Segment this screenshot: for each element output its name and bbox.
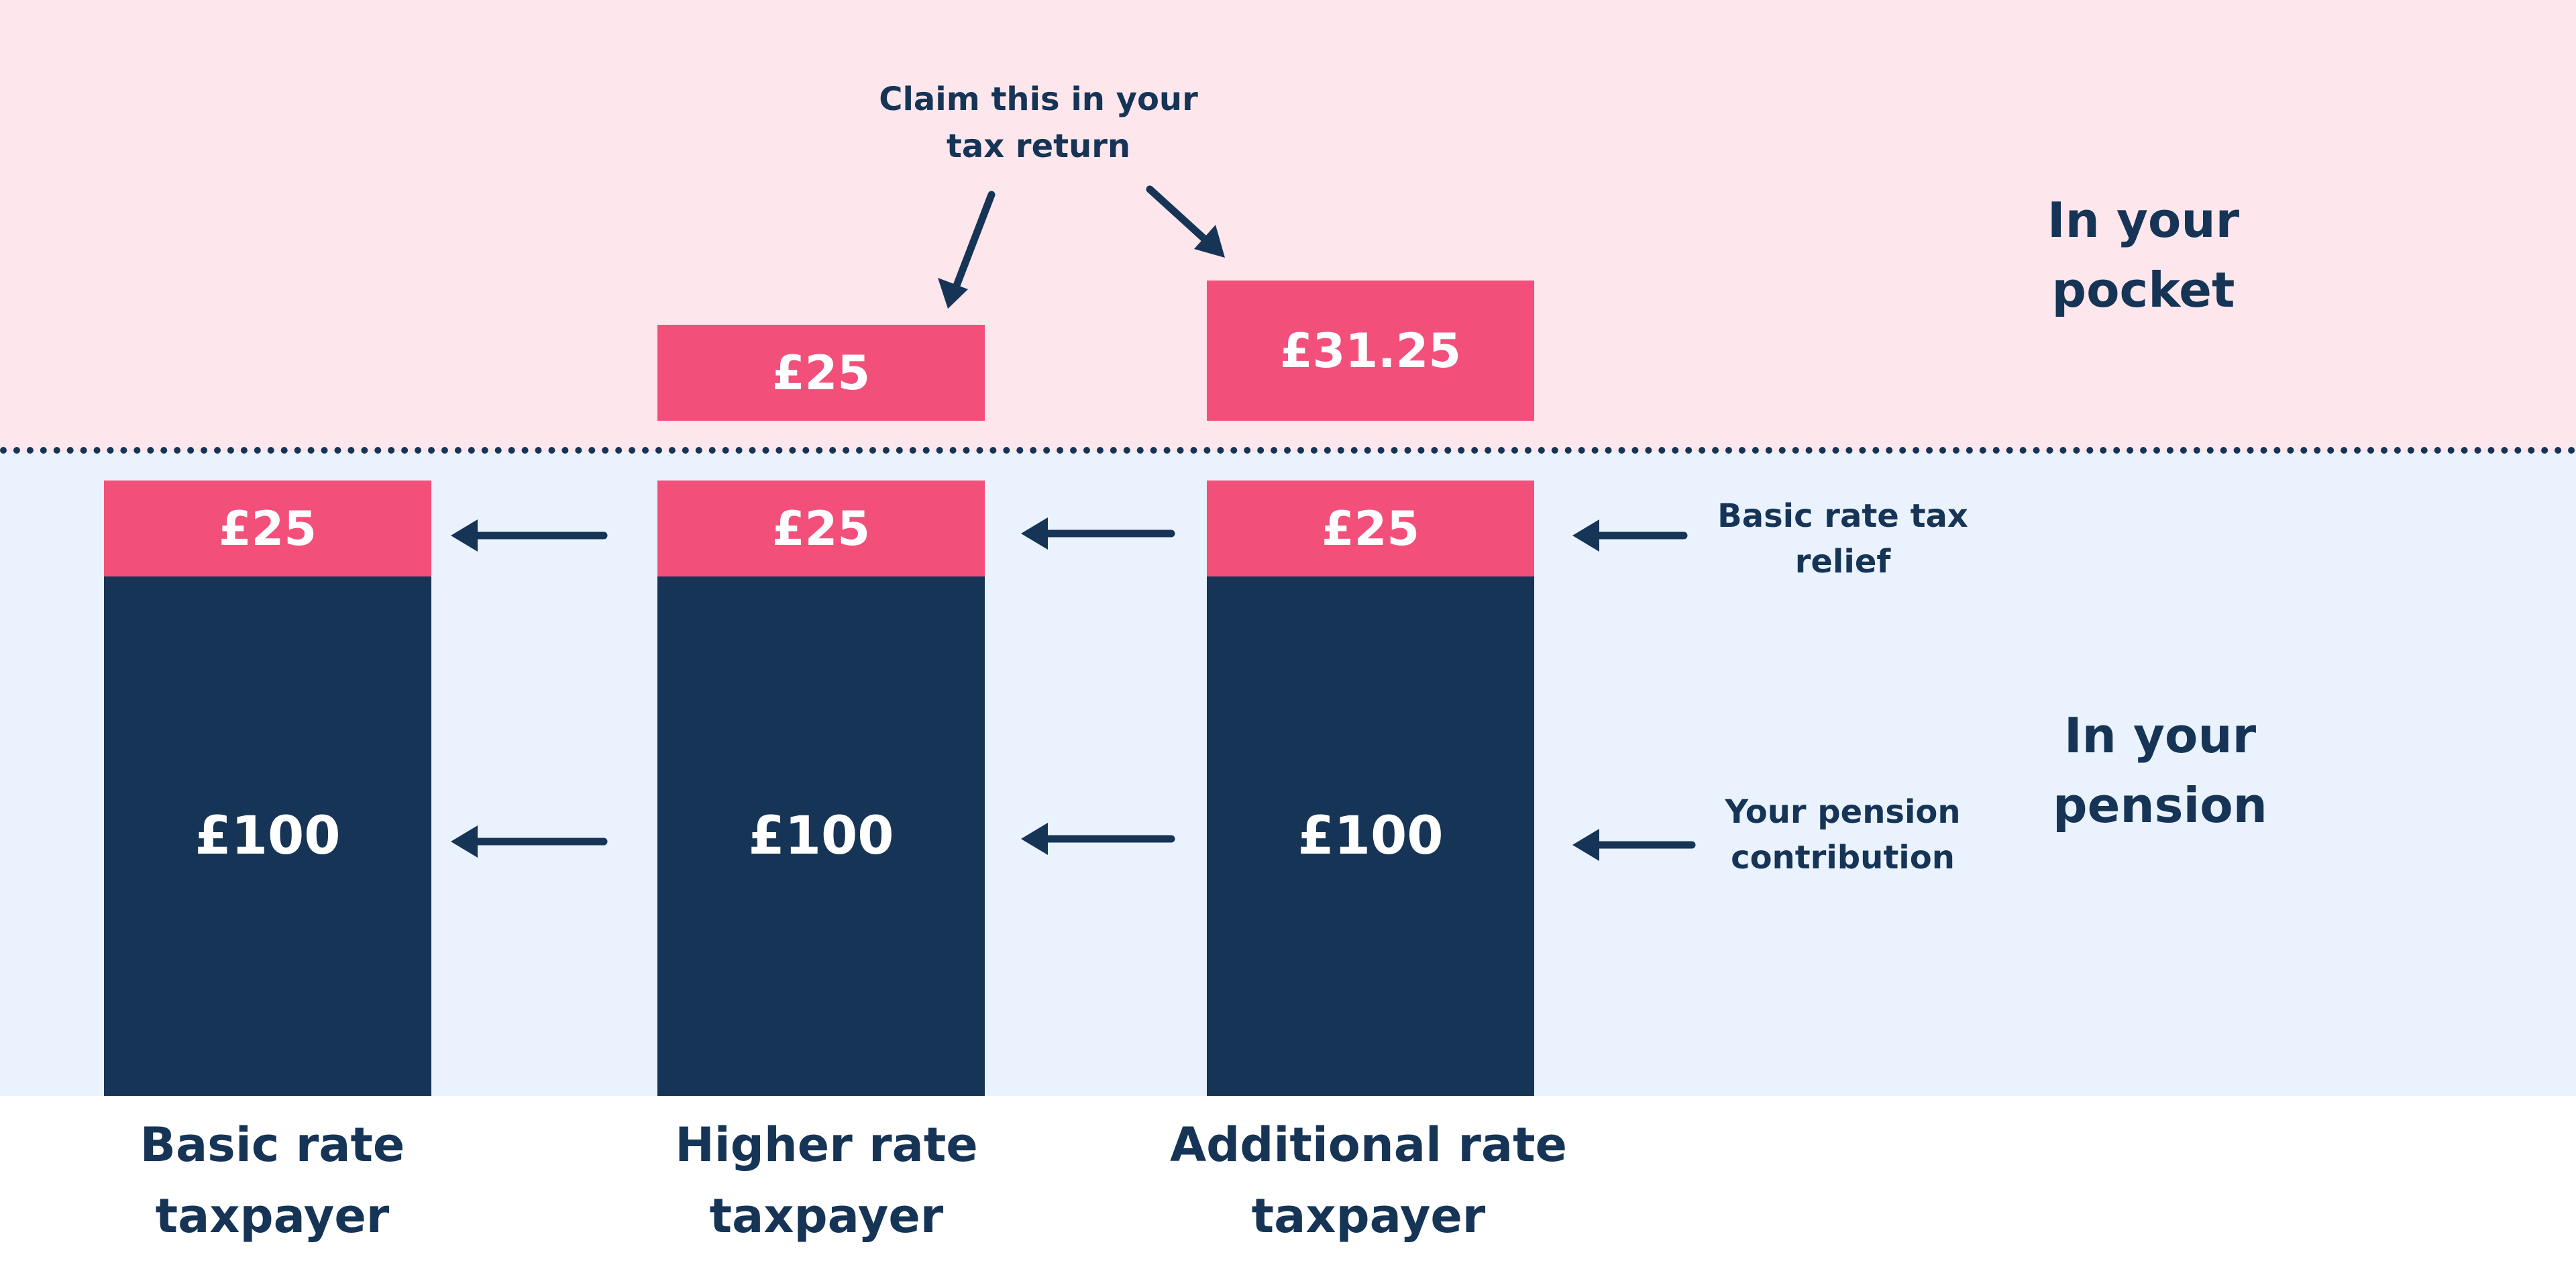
arrow-claim-higher-icon xyxy=(938,191,996,309)
contribution-label: Your pension contribution xyxy=(1725,793,1961,876)
additional-contribution-value: £100 xyxy=(1297,806,1444,866)
arrow-claim-additional-icon xyxy=(1146,185,1225,258)
additional-pocket-box: £31.25 xyxy=(1207,281,1534,421)
pocket-zone-label: In your pocket xyxy=(2047,192,2240,318)
basic-relief-label: Basic rate tax relief xyxy=(1717,497,1968,580)
dotted-divider xyxy=(0,447,2576,454)
higher-relief-box: £25 xyxy=(657,481,985,576)
additional-relief-value: £25 xyxy=(1321,501,1420,556)
basic-contribution-value: £100 xyxy=(195,806,341,866)
additional-relief-box: £25 xyxy=(1207,481,1534,576)
claim-label: Claim this in your tax return xyxy=(879,81,1198,165)
higher-relief-value: £25 xyxy=(771,501,871,556)
basic-relief-box: £25 xyxy=(104,481,431,576)
higher-contribution-box: £100 xyxy=(657,576,985,1096)
higher-pocket-box: £25 xyxy=(657,325,985,421)
arrow-contribution-basic-icon xyxy=(451,825,608,858)
higher-column-label: Higher rate taxpayer xyxy=(675,1117,978,1244)
additional-contribution-box: £100 xyxy=(1207,576,1534,1096)
pension-zone-label: In your pension xyxy=(2053,707,2267,833)
arrow-relief-basic-icon xyxy=(451,519,608,552)
basic-contribution-box: £100 xyxy=(104,576,431,1096)
additional-pocket-value: £31.25 xyxy=(1279,323,1462,378)
additional-column-label: Additional rate taxpayer xyxy=(1169,1117,1568,1244)
arrow-relief-higher-icon xyxy=(1021,517,1175,550)
arrow-contribution-additional-icon xyxy=(1572,829,1696,861)
basic-column-label: Basic rate taxpayer xyxy=(140,1117,405,1244)
higher-pocket-value: £25 xyxy=(771,345,871,401)
arrow-relief-additional-icon xyxy=(1572,519,1688,552)
higher-contribution-value: £100 xyxy=(748,806,894,866)
basic-relief-value: £25 xyxy=(218,501,317,556)
arrow-contribution-higher-icon xyxy=(1021,823,1175,855)
